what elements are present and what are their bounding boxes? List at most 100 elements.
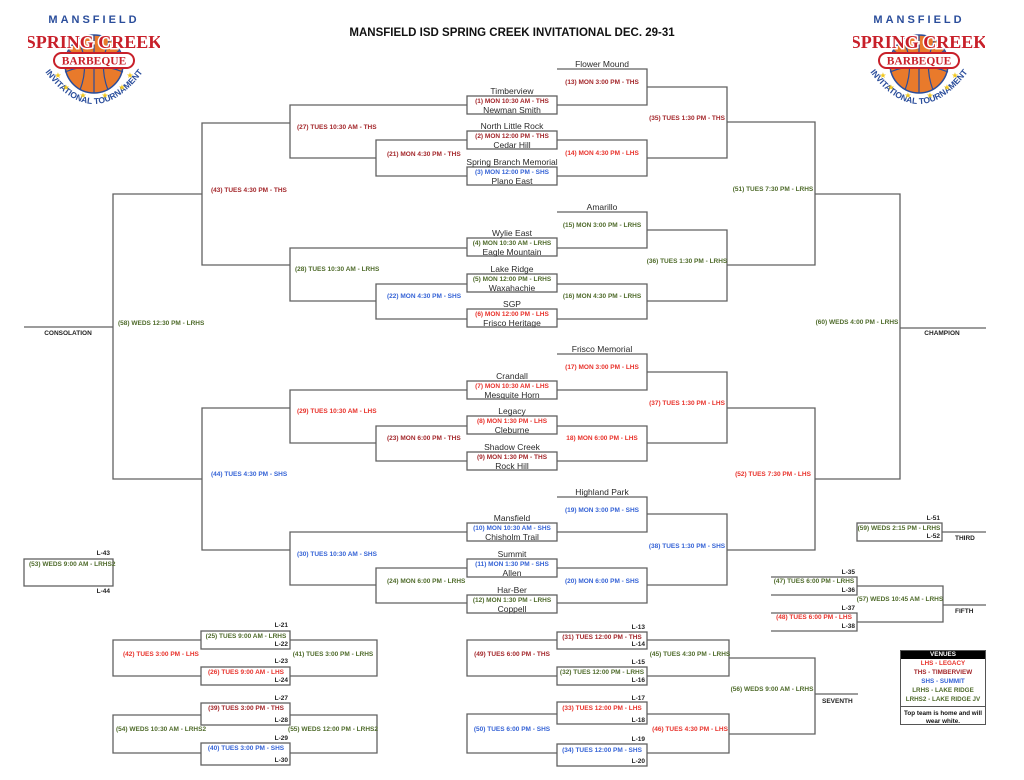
- svg-text:SPRING CREEK: SPRING CREEK: [853, 32, 985, 52]
- game-label: (52) TUES 7:30 PM - LHS: [735, 471, 811, 478]
- game-label: (39) TUES 3:00 PM - THS: [208, 705, 284, 712]
- team-name: Newman Smith: [483, 105, 541, 115]
- game-label: (29) TUES 10:30 AM - LHS: [297, 408, 377, 415]
- game-label: (25) TUES 9:00 AM - LRHS: [205, 633, 287, 640]
- game-label: (38) TUES 1:30 PM - SHS: [648, 543, 726, 550]
- team-name: Timberview: [490, 86, 534, 96]
- game-label: (9) MON 1:30 PM - THS: [476, 454, 548, 461]
- slot-label: L-24: [274, 677, 288, 684]
- game-label: (55) WEDS 12:00 PM - LRHS2: [288, 726, 378, 733]
- slot-label: L-29: [274, 735, 288, 742]
- team-name: Plano East: [491, 176, 533, 186]
- game-label: (56) WEDS 9:00 AM - LRHS: [730, 686, 814, 693]
- game-label: (45) TUES 4:30 PM - LRHS: [649, 651, 731, 658]
- team-name: Frisco Heritage: [483, 318, 541, 328]
- game-label: (34) TUES 12:00 PM - SHS: [562, 747, 642, 754]
- slot-label: L-21: [274, 622, 288, 629]
- fifth-place-label: FIFTH: [955, 608, 974, 615]
- svg-text:SPRING CREEK: SPRING CREEK: [28, 32, 160, 52]
- game-label: (19) MON 3:00 PM - SHS: [564, 507, 640, 514]
- svg-text:★: ★: [62, 83, 69, 92]
- game-label: (7) MON 10:30 AM - LHS: [475, 383, 549, 390]
- game-label: (53) WEDS 9:00 AM - LRHS2: [29, 561, 116, 568]
- team-name: Flower Mound: [575, 59, 629, 69]
- game-label: (54) WEDS 10:30 AM - LRHS2: [116, 726, 207, 733]
- team-name: SGP: [503, 299, 521, 309]
- tournament-logo-left: MANSFIELD SPRING CREEK BARBEQUE INVITATI…: [28, 14, 160, 106]
- venue-item: LRHS - LAKE RIDGE: [912, 687, 974, 694]
- venue-item: LRHS2 - LAKE RIDGE JV: [905, 696, 981, 703]
- team-name: Eagle Mountain: [482, 247, 542, 257]
- slot-label: L-14: [631, 641, 645, 648]
- team-name: Spring Branch Memorial: [466, 157, 558, 167]
- venue-item: SHS - SUMMIT: [921, 678, 965, 685]
- team-name: Lake Ridge: [490, 264, 534, 274]
- game-label: (51) TUES 7:30 PM - LRHS: [732, 186, 814, 193]
- slot-label: L-38: [841, 623, 855, 630]
- game-label: (57) WEDS 10:45 AM - LRHS: [856, 596, 944, 603]
- game-label: (26) TUES 9:00 AM - LHS: [208, 669, 284, 676]
- team-name: North Little Rock: [480, 121, 544, 131]
- game-label: (42) TUES 3:00 PM - LHS: [123, 651, 199, 658]
- slot-label: L-43: [96, 550, 110, 557]
- svg-text:★: ★: [101, 91, 108, 100]
- game-label: (21) MON 4:30 PM - THS: [387, 151, 461, 158]
- game-label: (2) MON 12:00 PM - THS: [475, 133, 549, 140]
- game-label: (31) TUES 12:00 PM - THS: [562, 634, 642, 641]
- game-label: (41) TUES 3:00 PM - LRHS: [292, 651, 374, 658]
- game-label: (6) MON 12:00 PM - LHS: [475, 311, 549, 318]
- slot-label: L-20: [631, 758, 645, 765]
- team-name: Crandall: [496, 371, 528, 381]
- game-label: (33) TUES 12:00 PM - LHS: [562, 705, 642, 712]
- game-label: (60) WEDS 4:00 PM - LRHS: [815, 319, 899, 326]
- slot-label: L-52: [926, 533, 940, 540]
- svg-text:★: ★: [54, 71, 61, 80]
- game-label: (5) MON 12:00 PM - LRHS: [472, 276, 552, 283]
- game-label: (24) MON 6:00 PM - LRHS: [387, 578, 466, 585]
- svg-text:★: ★: [943, 83, 950, 92]
- game-label: (28) TUES 10:30 AM - LRHS: [295, 266, 380, 273]
- slot-label: L-51: [926, 515, 940, 522]
- game-label: (40) TUES 3:00 PM - SHS: [207, 745, 285, 752]
- team-name: Waxahachie: [488, 283, 536, 293]
- game-label: (47) TUES 6:00 PM - LRHS: [773, 578, 855, 585]
- game-label: (1) MON 10:30 AM - THS: [475, 98, 549, 105]
- slot-label: L-17: [631, 695, 645, 702]
- venue-item: LHS - LEGACY: [920, 660, 966, 667]
- svg-text:BARBEQUE: BARBEQUE: [887, 56, 952, 68]
- team-name: Coppell: [497, 604, 527, 614]
- consolation-label: CONSOLATION: [44, 330, 92, 337]
- game-label: (37) TUES 1:30 PM - LHS: [649, 400, 725, 407]
- svg-text:★: ★: [887, 83, 894, 92]
- team-name: Shadow Creek: [484, 442, 540, 452]
- slot-label: L-28: [274, 717, 288, 724]
- game-label: (46) TUES 4:30 PM - LHS: [652, 726, 728, 733]
- team-name: Mesquite Horn: [484, 390, 540, 400]
- team-name: Cedar Hill: [493, 140, 531, 150]
- svg-text:★: ★: [79, 91, 86, 100]
- venues-header: VENUES: [901, 651, 985, 659]
- game-label: (17) MON 3:00 PM - LHS: [565, 364, 639, 371]
- game-label: (16) MON 4:30 PM - LRHS: [562, 293, 642, 300]
- svg-text:★: ★: [879, 71, 886, 80]
- svg-text:★: ★: [126, 71, 133, 80]
- team-name: Rock Hill: [495, 461, 529, 471]
- game-label: (32) TUES 12:00 PM - LRHS: [559, 669, 645, 676]
- game-label: (12) MON 1:30 PM - LRHS: [472, 597, 552, 604]
- game-label: 18) MON 6:00 PM - LHS: [566, 435, 638, 442]
- slot-label: L-35: [841, 569, 855, 576]
- svg-text:MANSFIELD: MANSFIELD: [873, 14, 964, 26]
- game-label: (4) MON 10:30 AM - LRHS: [472, 240, 552, 247]
- svg-text:★: ★: [926, 91, 933, 100]
- game-label: (8) MON 1:30 PM - LHS: [476, 418, 548, 425]
- game-label: (11) MON 1:30 PM - SHS: [475, 561, 549, 568]
- team-name: Cleburne: [494, 425, 530, 435]
- slot-label: L-22: [274, 641, 288, 648]
- svg-text:★: ★: [951, 71, 958, 80]
- team-name: Amarillo: [586, 202, 618, 212]
- slot-label: L-27: [274, 695, 288, 702]
- svg-text:BARBEQUE: BARBEQUE: [62, 56, 127, 68]
- slot-label: L-16: [631, 677, 645, 684]
- slot-label: L-23: [274, 658, 288, 665]
